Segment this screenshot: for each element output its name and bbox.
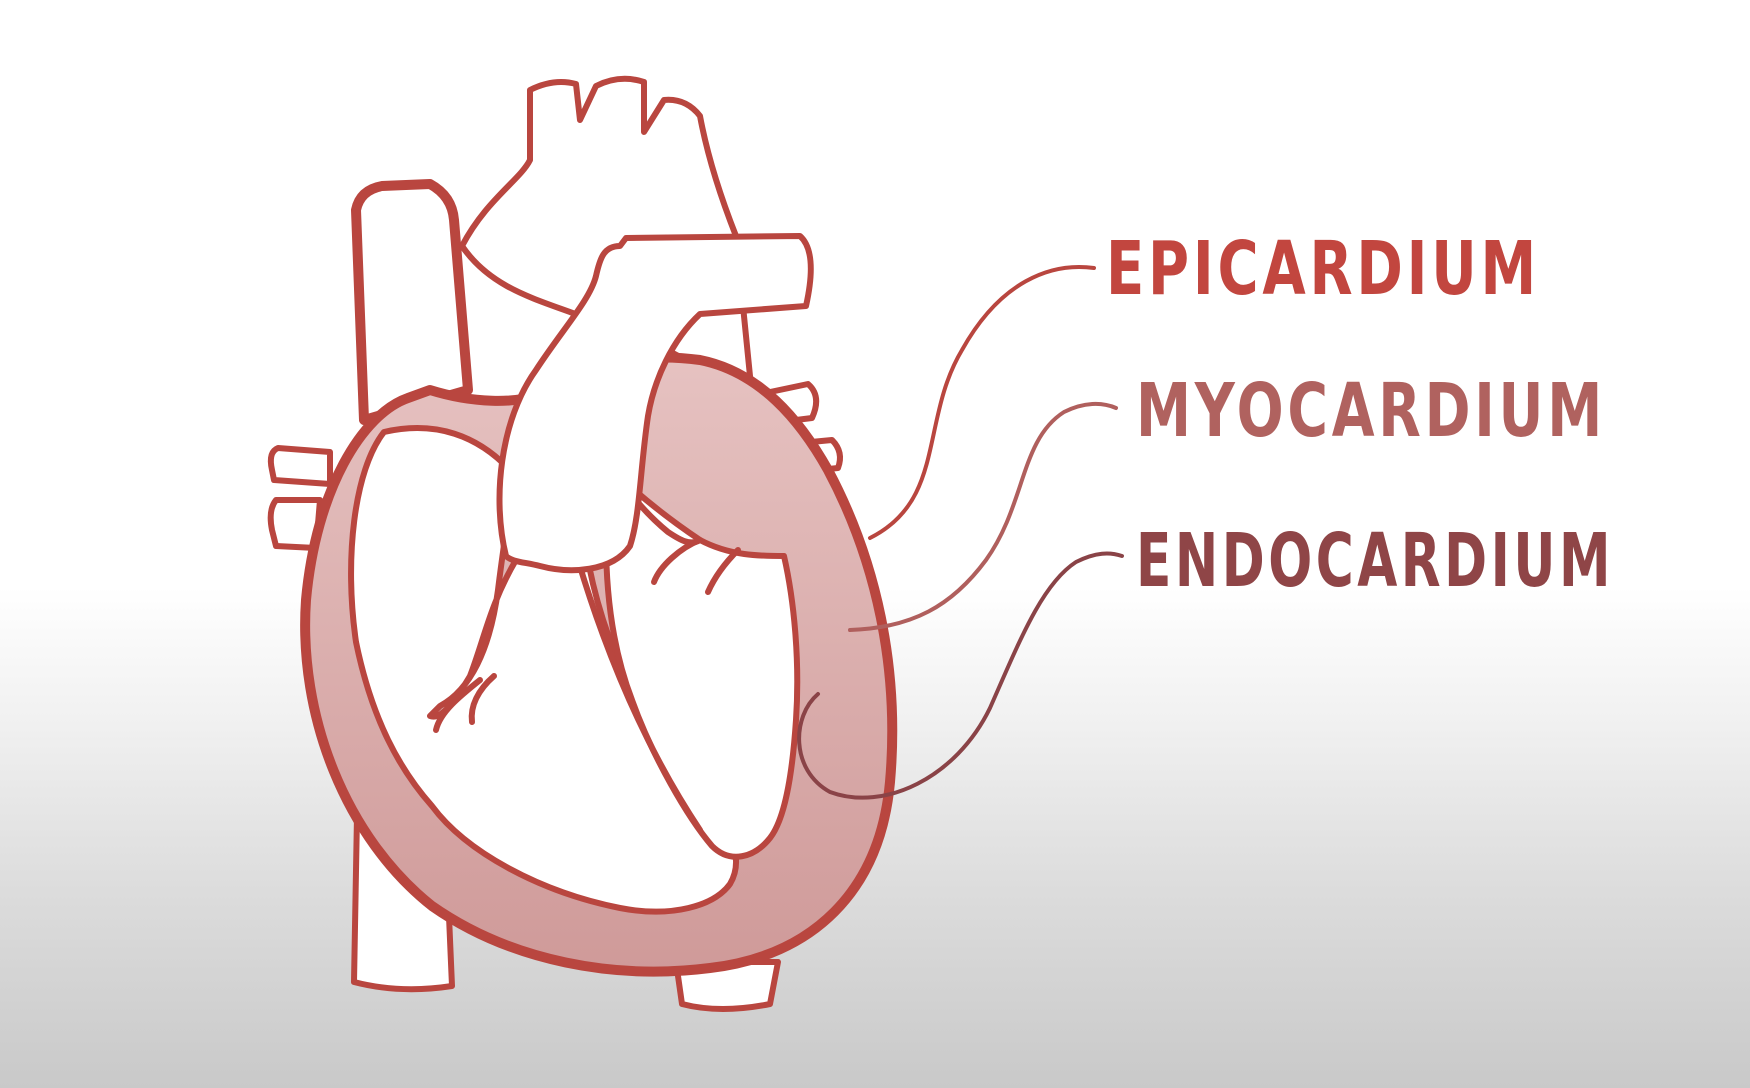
pulmonary-trunk (496, 233, 814, 574)
interventricular-septum (575, 557, 703, 833)
pulmonary-vein-left-upper (267, 445, 333, 487)
mitral-chorda (705, 547, 741, 595)
myocardium-leader-line (848, 401, 1118, 632)
pulmonary-vein-left-lower (267, 497, 323, 551)
tricuspid-valve-flap (433, 677, 483, 733)
endocardium-label: ENDOCARDIUM (1136, 518, 1614, 604)
tricuspid-chorda (468, 673, 497, 725)
superior-vena-cava (351, 179, 473, 425)
myocardium-label: MYOCARDIUM (1136, 368, 1606, 454)
epicardium-label: EPICARDIUM (1106, 226, 1540, 312)
epicardium-leader-line (868, 265, 1096, 540)
endocardium-leader-line (797, 551, 1124, 800)
